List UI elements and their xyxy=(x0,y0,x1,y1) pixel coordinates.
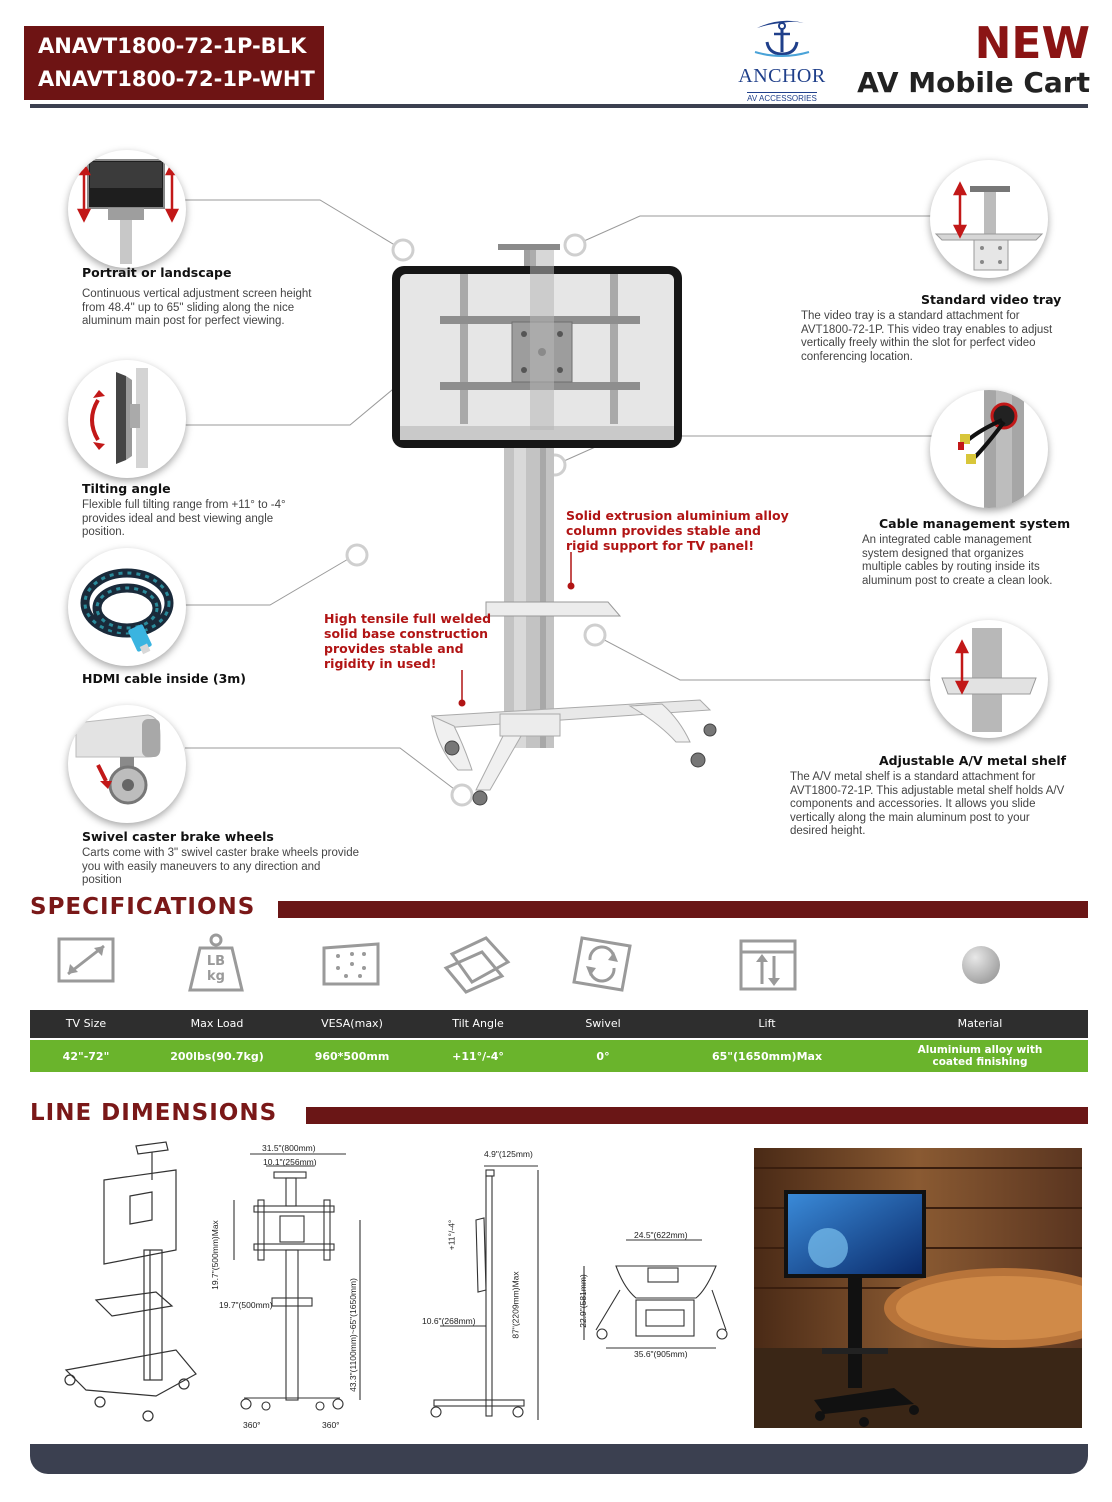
dim-top-depth: 22.9"(581mm) xyxy=(577,1274,588,1328)
lift-icon xyxy=(739,939,797,991)
logo-subtitle: AV ACCESSORIES xyxy=(747,92,817,103)
footer-bar xyxy=(30,1444,1088,1474)
base-callout: High tensile full welded solid base cons… xyxy=(324,611,492,671)
weight-icon-text: LB kg xyxy=(206,954,226,984)
swivel-icon xyxy=(572,936,632,992)
dim-side-shelf-depth: 10.6"(268mm) xyxy=(422,1316,476,1326)
feature-desc-portrait: Continuous vertical adjustment screen he… xyxy=(82,288,312,328)
cable-management-thumbnail xyxy=(930,390,1048,508)
spec-value-lift: 65"(1650mm)Max xyxy=(711,1050,823,1063)
spec-table-header: TV Size Max Load VESA(max) Tilt Angle Sw… xyxy=(30,1010,1088,1038)
av-shelf-thumbnail xyxy=(930,620,1048,738)
mobile-cart-illustration xyxy=(392,244,717,806)
new-label: NEW xyxy=(974,18,1090,69)
dim-front-tray-width: 10.1"(256mm) xyxy=(263,1157,317,1167)
feature-desc-casters: Carts come with 3" swivel caster brake w… xyxy=(82,847,359,887)
spec-header-swivel: Swivel xyxy=(585,1017,621,1030)
tv-size-icon xyxy=(57,937,115,983)
perspective-line-drawing xyxy=(64,1141,197,1422)
spec-header-vesa: VESA(max) xyxy=(321,1017,383,1030)
spec-value-tilt: +11°/-4° xyxy=(452,1050,504,1063)
spec-header-lift: Lift xyxy=(758,1017,776,1030)
logo-word: ANCHOR xyxy=(738,65,826,87)
line-dimensions-title: LINE DIMENSIONS xyxy=(30,1100,278,1126)
tilting-thumbnail xyxy=(68,360,186,478)
spec-header-material: Material xyxy=(957,1017,1003,1030)
spec-header-max-load: Max Load xyxy=(190,1017,244,1030)
spec-value-max-load: 200lbs(90.7kg) xyxy=(170,1050,264,1063)
weight-icon: LB kg xyxy=(186,932,246,994)
feature-desc-tilting: Flexible full tilting range from +11° to… xyxy=(82,499,286,539)
dim-top-base-width: 35.6"(905mm) xyxy=(634,1349,688,1359)
specifications-bar xyxy=(278,901,1088,918)
feature-desc-av-shelf: The A/V metal shelf is a standard attach… xyxy=(790,771,1065,838)
dim-front-total-width: 31.5"(800mm) xyxy=(262,1143,316,1153)
vesa-icon xyxy=(322,942,380,986)
feature-title-casters: Swivel caster brake wheels xyxy=(82,829,274,844)
dim-side-tray-depth: 4.9"(125mm) xyxy=(484,1149,533,1159)
dim-side-total-height: 87"(2209mm)Max xyxy=(510,1271,521,1339)
conference-room-photo xyxy=(754,1148,1082,1428)
spec-value-swivel: 0° xyxy=(596,1050,610,1063)
spec-header-tv-size: TV Size xyxy=(65,1017,107,1030)
feature-desc-cable-management: An integrated cable management system de… xyxy=(862,534,1053,587)
specifications-title: SPECIFICATIONS xyxy=(30,894,256,920)
top-line-drawing xyxy=(583,1239,728,1349)
hdmi-cable-thumbnail xyxy=(68,548,186,666)
column-callout: Solid extrusion aluminium alloy column p… xyxy=(566,508,789,553)
model-number-white: ANAVT1800-72-1P-WHT xyxy=(38,67,315,91)
feature-title-portrait: Portrait or landscape xyxy=(82,265,232,280)
anchor-icon xyxy=(754,20,810,57)
side-line-drawing xyxy=(430,1165,539,1420)
dim-front-swivel-left: 360° xyxy=(243,1420,261,1430)
dim-side-tilt: +11°/-4° xyxy=(446,1219,457,1251)
spec-header-tilt: Tilt Angle xyxy=(452,1017,504,1030)
spec-value-vesa: 960*500mm xyxy=(314,1050,390,1063)
anchor-logo: ANCHOR AV ACCESSORIES xyxy=(726,14,838,103)
feature-desc-video-tray: The video tray is a standard attachment … xyxy=(801,310,1053,363)
dim-top-width: 24.5"(622mm) xyxy=(634,1230,688,1240)
feature-title-cable-management: Cable management system xyxy=(879,516,1071,531)
dim-front-swivel-right: 360° xyxy=(322,1420,340,1430)
model-number-black: ANAVT1800-72-1P-BLK xyxy=(38,34,307,58)
feature-title-av-shelf: Adjustable A/V metal shelf xyxy=(879,753,1067,768)
feature-title-video-tray: Standard video tray xyxy=(921,292,1062,307)
line-dimensions-bar xyxy=(306,1107,1088,1124)
dim-front-vesa-height: 19.7"(500mm)Max xyxy=(209,1220,220,1290)
portrait-landscape-thumbnail xyxy=(68,150,186,268)
video-tray-thumbnail xyxy=(930,160,1048,278)
header-divider xyxy=(30,104,1088,108)
feature-title-hdmi: HDMI cable inside (3m) xyxy=(82,671,247,686)
front-line-drawing xyxy=(233,1153,361,1411)
spec-table-row: 42"-72" 200lbs(90.7kg) 960*500mm +11°/-4… xyxy=(30,1040,1088,1072)
material-icon xyxy=(962,946,1000,984)
model-number-box: ANAVT1800-72-1P-BLK ANAVT1800-72-1P-WHT xyxy=(24,26,324,100)
tilt-icon xyxy=(443,936,511,994)
dim-front-vesa-width: 19.7"(500mm) xyxy=(219,1300,273,1310)
spec-value-material: Aluminium alloy with coated finishing xyxy=(917,1044,1043,1068)
product-title: AV Mobile Cart xyxy=(857,66,1090,99)
caster-wheel-thumbnail xyxy=(68,705,186,823)
dim-front-height-range: 43.3"(1100mm)~65"(1650mm) xyxy=(347,1278,358,1392)
spec-value-tv-size: 42"-72" xyxy=(62,1050,110,1063)
feature-title-tilting: Tilting angle xyxy=(82,481,171,496)
